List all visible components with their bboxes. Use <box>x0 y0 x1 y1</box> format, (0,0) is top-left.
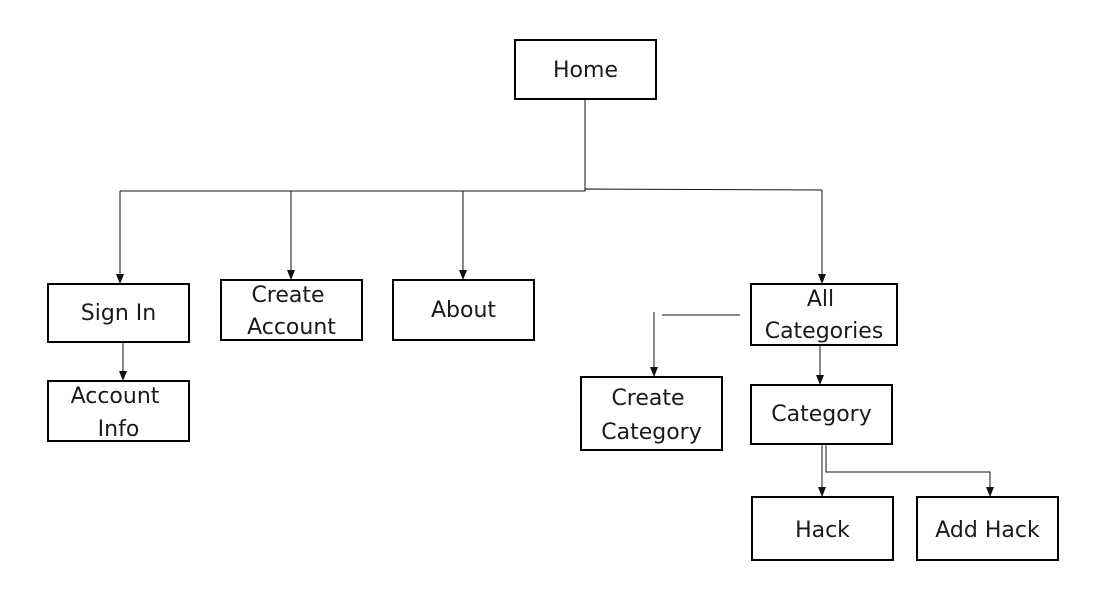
node-all-categories-line-2: Categories <box>765 319 884 344</box>
node-home-label: Home <box>553 58 618 83</box>
node-account-info-line-2: Info <box>98 417 140 442</box>
node-category[interactable]: Category <box>750 384 893 445</box>
node-all-categories-label: All Categories <box>765 287 884 344</box>
node-create-category[interactable]: Create Category <box>580 376 723 451</box>
node-sign-in-line-1: Sign In <box>81 301 156 326</box>
node-home[interactable]: Home <box>514 39 657 100</box>
node-all-categories-line-1: All <box>807 287 834 312</box>
node-add-hack[interactable]: Add Hack <box>916 496 1059 561</box>
node-hack[interactable]: Hack <box>751 496 894 561</box>
node-create-category-line-1: Create <box>611 386 684 411</box>
node-account-info[interactable]: Account Info <box>47 380 190 442</box>
node-sign-in-label: Sign In <box>81 301 156 326</box>
node-category-line-1: Category <box>771 402 872 427</box>
node-about-line-1: About <box>431 298 496 323</box>
node-create-account-line-1: Create <box>251 283 324 308</box>
node-create-category-label: Create Category <box>601 386 702 445</box>
node-create-account-line-2: Account <box>247 315 336 340</box>
node-hack-label: Hack <box>795 518 850 543</box>
node-about[interactable]: About <box>392 279 535 341</box>
node-hack-line-1: Hack <box>795 518 850 543</box>
node-create-account[interactable]: Create Account <box>220 279 363 341</box>
node-account-info-line-1: Account <box>71 384 160 409</box>
node-all-categories[interactable]: All Categories <box>750 283 898 346</box>
node-add-hack-label: Add Hack <box>935 518 1040 543</box>
node-create-account-label: Create Account <box>247 283 336 340</box>
connectors <box>116 100 994 497</box>
edge-home-bus <box>120 188 823 192</box>
node-about-label: About <box>431 298 496 323</box>
node-account-info-label: Account Info <box>71 384 167 442</box>
node-sign-in[interactable]: Sign In <box>47 283 190 343</box>
node-create-category-line-2: Category <box>601 420 702 445</box>
node-home-line-1: Home <box>553 58 618 83</box>
nodes: Home Sign In Account Info Create Account <box>47 39 1059 561</box>
node-category-label: Category <box>771 402 872 427</box>
node-add-hack-line-1: Add Hack <box>935 518 1040 543</box>
edge-category-add-hack <box>825 445 994 497</box>
